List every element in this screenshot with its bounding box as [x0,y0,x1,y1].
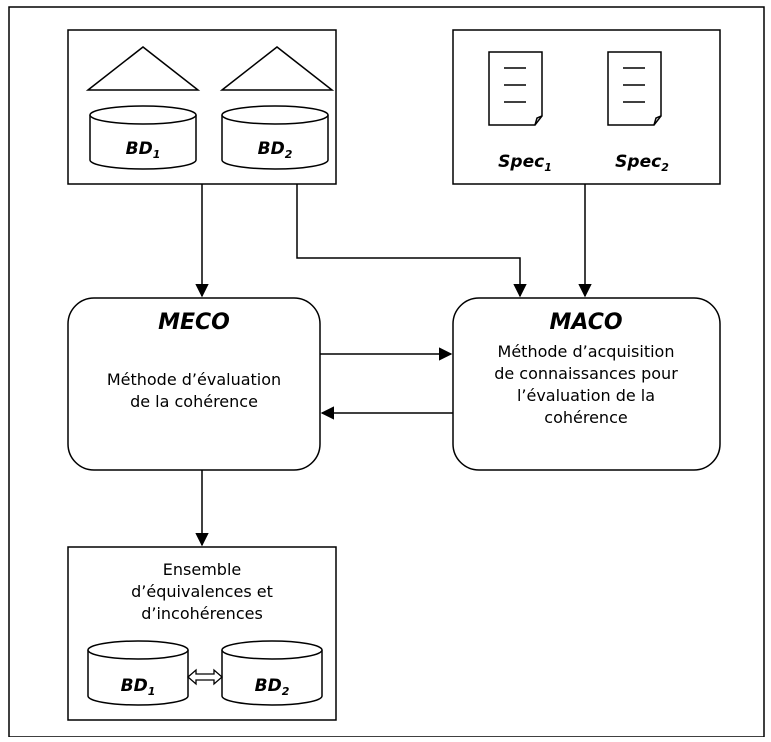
meco-process-box: MECO Méthode d’évaluation de la cohérenc… [67,297,321,471]
schema-triangle-2-icon [219,46,335,91]
result-bd1-label: BD1 [121,676,156,698]
databases-source-box: BD1 BD2 [67,29,337,185]
equivalence-double-arrow-icon [187,668,223,686]
maco-title: MACO [549,310,622,335]
maco-description-line-2: de connaissances pour [494,364,678,383]
meco-title: MECO [158,310,230,335]
spec2-document-icon [607,51,662,126]
bd2-label: BD2 [258,139,293,161]
spec2-label: Spec2 [615,152,669,174]
maco-description-line-1: Méthode d’acquisition [498,342,675,361]
result-box: Ensemble d’équivalences et d’incohérence… [67,546,337,721]
specifications-source-box: Spec1 Spec2 [452,29,721,185]
spec1-document-icon [488,51,543,126]
result-description-line-2: d’équivalences et [131,582,273,601]
bd1-label: BD1 [126,139,161,161]
database-cylinder-bd2: BD2 [221,105,329,170]
maco-description-line-3: l’évaluation de la [517,386,655,405]
schema-triangle-1-icon [85,46,201,91]
spec1-label: Spec1 [498,152,552,174]
meco-description-line-2: de la cohérence [130,392,258,411]
database-cylinder-bd1: BD1 [89,105,197,170]
meco-description-line-1: Méthode d’évaluation [107,370,281,389]
result-database-cylinder-bd2: BD2 [221,640,323,706]
maco-process-box: MACO Méthode d’acquisition de connaissan… [452,297,721,471]
maco-description-line-4: cohérence [544,408,627,427]
result-database-cylinder-bd1: BD1 [87,640,189,706]
result-description-line-3: d’incohérences [141,604,263,623]
result-description-line-1: Ensemble [163,560,241,579]
result-bd2-label: BD2 [255,676,290,698]
arrow-databases-to-maco [296,184,527,298]
